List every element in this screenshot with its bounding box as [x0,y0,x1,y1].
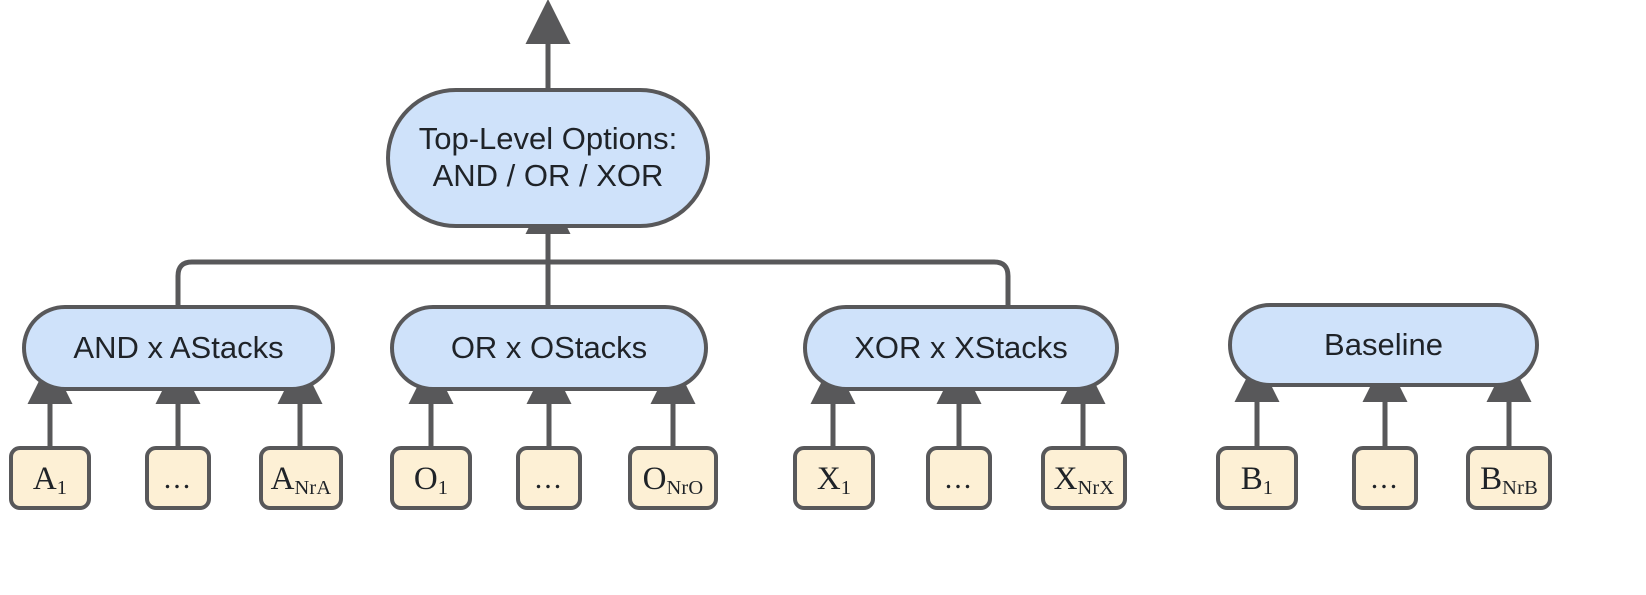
leaf-a-nra[interactable]: ANrA [259,446,343,510]
leaf-a-nra-label: ANrA [270,460,332,499]
leaf-x-ellipsis-label: ... [944,462,974,495]
node-xor-stacks-label: XOR x XStacks [854,329,1068,365]
node-and-stacks[interactable]: AND x AStacks [22,305,335,391]
leaf-a-1[interactable]: A1 [9,446,91,510]
leaf-a-1-label: A1 [32,460,68,499]
leaf-b-nrb[interactable]: BNrB [1466,446,1552,510]
edge-and-to-bus [175,259,193,305]
node-or-stacks[interactable]: OR x OStacks [390,305,708,391]
leaf-a-ellipsis-label: ... [163,462,193,495]
leaf-x-nrx-label: XNrX [1053,460,1115,499]
leaf-o-ellipsis-label: ... [534,462,564,495]
leaf-b-ellipsis-label: ... [1370,462,1400,495]
leaf-a-ellipsis[interactable]: ... [145,446,211,510]
node-xor-stacks[interactable]: XOR x XStacks [803,305,1119,391]
leaf-o-nro[interactable]: ONrO [628,446,718,510]
node-top-level-options-line1: Top-Level Options: [418,121,678,157]
leaf-x-1-label: X1 [816,460,852,499]
leaf-o-ellipsis[interactable]: ... [516,446,582,510]
node-top-level-options-line2: AND / OR / XOR [432,158,664,193]
node-and-stacks-label: AND x AStacks [73,329,284,365]
leaf-x-1[interactable]: X1 [793,446,875,510]
leaf-x-nrx[interactable]: XNrX [1041,446,1127,510]
leaf-x-ellipsis[interactable]: ... [926,446,992,510]
node-top-level-options[interactable]: Top-Level Options: AND / OR / XOR [386,88,710,228]
leaf-b-1[interactable]: B1 [1216,446,1298,510]
leaf-o-1[interactable]: O1 [390,446,472,510]
leaf-b-1-label: B1 [1240,460,1274,499]
leaf-b-ellipsis[interactable]: ... [1352,446,1418,510]
leaf-o-nro-label: ONrO [642,460,704,499]
node-baseline-label: Baseline [1324,326,1443,362]
node-or-stacks-label: OR x OStacks [450,329,648,365]
node-baseline[interactable]: Baseline [1228,303,1539,387]
edge-xor-to-bus [993,259,1011,305]
leaf-b-nrb-label: BNrB [1480,460,1538,499]
leaf-o-1-label: O1 [413,460,449,499]
